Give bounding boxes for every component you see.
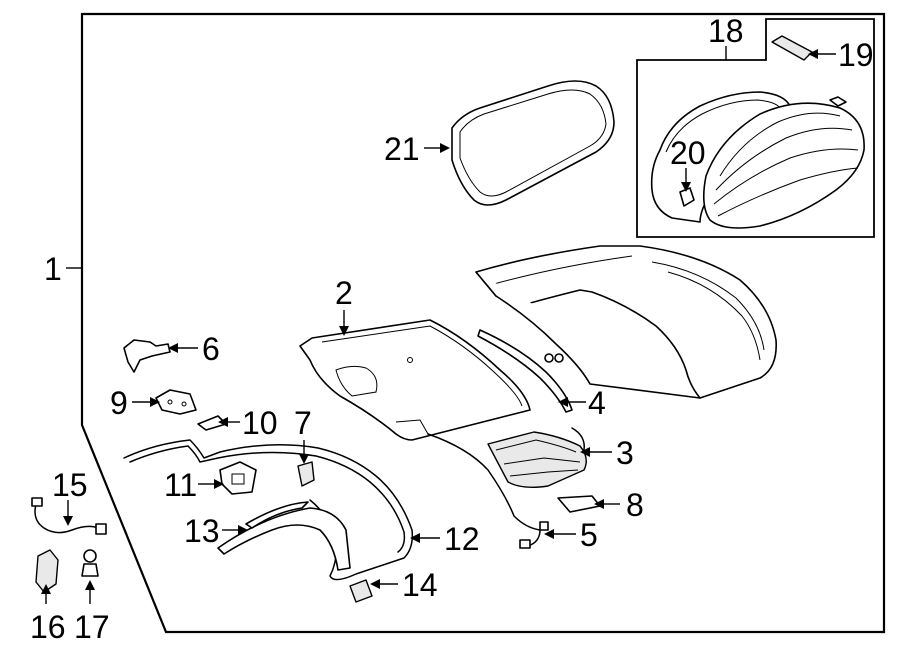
part-2-headliner	[299, 319, 531, 441]
part-9-latch	[155, 389, 197, 415]
callout-20: 20	[670, 135, 706, 171]
callout-11: 11	[164, 467, 197, 503]
callout-18: 18	[708, 13, 744, 49]
inset-frame	[636, 18, 875, 238]
part-11-latch	[219, 461, 257, 495]
callout-1: 1	[44, 251, 62, 287]
soft-top-cover	[475, 245, 777, 399]
part-5-cable	[427, 433, 549, 549]
part-6-bracket	[123, 339, 171, 373]
callout-labels: 1 2 3 4 5 6 7 8 9 10 11 12 13 14 15 16 1…	[30, 13, 874, 645]
part-8-bracket	[557, 495, 601, 513]
part-19-cover	[771, 35, 813, 61]
callout-7: 7	[294, 405, 312, 441]
callout-13: 13	[184, 513, 220, 549]
part-17-grommet	[81, 549, 99, 577]
part-13-strip	[217, 501, 351, 571]
rear-window-glass	[451, 80, 615, 206]
callout-17: 17	[74, 609, 110, 645]
callout-12: 12	[444, 521, 480, 557]
callout-21: 21	[384, 131, 420, 167]
leader-lines	[41, 46, 836, 604]
part-14-block	[349, 579, 373, 603]
callout-10: 10	[242, 405, 278, 441]
part-7-block	[297, 461, 315, 487]
callout-3: 3	[616, 435, 634, 471]
callout-2: 2	[335, 275, 353, 311]
part-12-seal	[123, 439, 414, 581]
callout-15: 15	[52, 467, 88, 503]
callout-5: 5	[580, 517, 598, 553]
callout-16: 16	[30, 609, 66, 645]
callout-4: 4	[588, 385, 606, 421]
part-16-cap	[35, 549, 59, 593]
callout-9: 9	[110, 385, 128, 421]
callout-6: 6	[202, 331, 220, 367]
part-3-tray	[487, 427, 587, 489]
assembly-frame	[80, 12, 886, 634]
callout-8: 8	[626, 487, 644, 523]
callout-14: 14	[402, 567, 438, 603]
part-15-harness	[31, 497, 107, 535]
callout-19: 19	[838, 37, 874, 73]
